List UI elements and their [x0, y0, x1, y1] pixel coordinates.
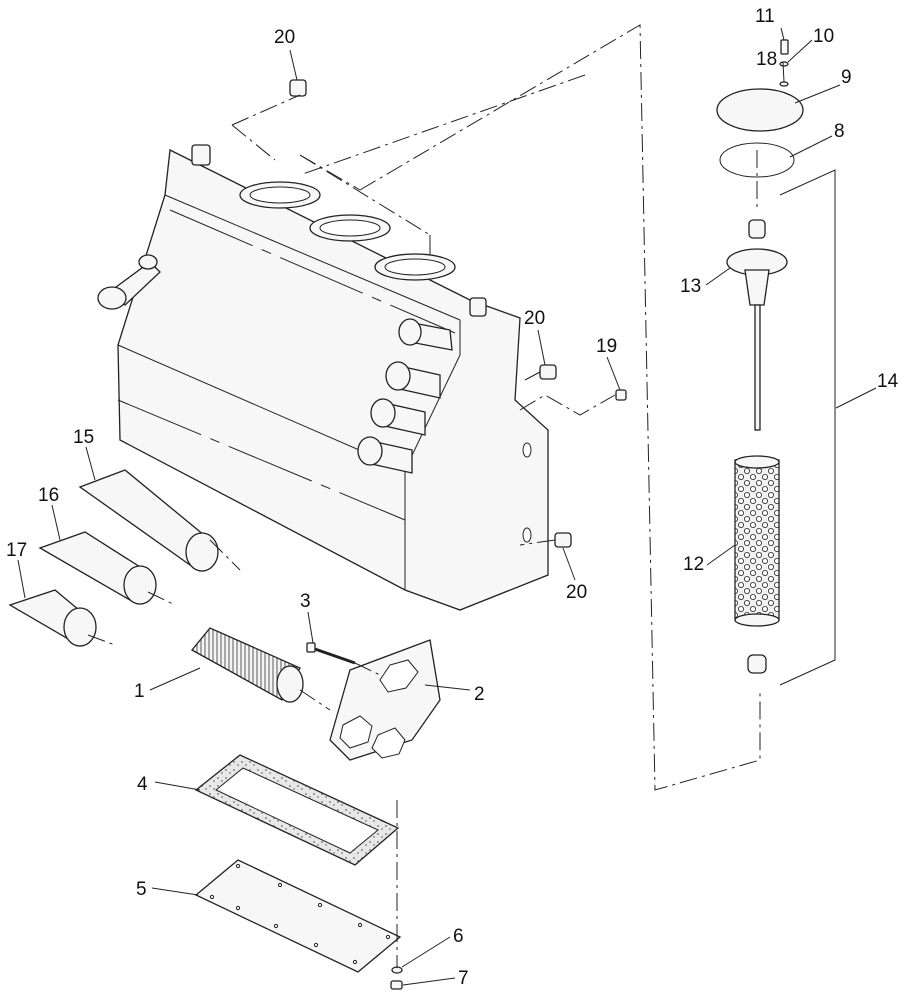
plug-20-middle	[539, 364, 557, 380]
callout-15: 15	[73, 427, 94, 448]
callout-13: 13	[680, 276, 701, 297]
plug-20-top	[289, 79, 307, 97]
plug-19	[615, 389, 627, 401]
pipe-17	[8, 589, 97, 647]
callout-12: 12	[683, 554, 704, 575]
strainer-1	[191, 627, 304, 703]
bracket-14	[779, 169, 836, 686]
callout-3: 3	[300, 591, 311, 612]
gasket-4	[194, 754, 400, 866]
hydraulic-tank	[97, 144, 549, 611]
callout-16: 16	[38, 485, 59, 506]
callout-labels: 20 11 10 18 9 8 13 20 19 14 15 16 17 12 …	[6, 6, 899, 989]
nut-7	[390, 980, 403, 990]
plug-20-lower	[554, 532, 572, 548]
spring-14-bottom	[747, 654, 767, 674]
callout-14: 14	[877, 371, 899, 392]
callout-8: 8	[834, 121, 845, 142]
callout-10: 10	[813, 26, 834, 47]
callout-17: 17	[6, 540, 27, 561]
filter-element-12	[734, 455, 780, 627]
callout-6: 6	[453, 926, 464, 947]
cover-plate-5	[194, 859, 402, 973]
callout-9: 9	[841, 67, 852, 88]
callout-5: 5	[136, 879, 147, 900]
pipe-15	[78, 469, 219, 572]
callout-19: 19	[596, 336, 617, 357]
callout-7: 7	[458, 968, 469, 989]
pipe-16	[38, 531, 157, 605]
cover-plate-9	[716, 88, 804, 132]
callout-4: 4	[137, 774, 148, 795]
callout-11: 11	[755, 6, 775, 27]
callout-20-middle: 20	[524, 308, 545, 329]
filter-head-13	[726, 219, 788, 431]
callout-2: 2	[474, 684, 485, 705]
o-ring-8	[719, 142, 795, 178]
bolt-3	[306, 642, 356, 665]
washer-10	[779, 61, 789, 67]
leader-lines	[17, 27, 877, 986]
callout-18: 18	[756, 49, 777, 70]
callout-1: 1	[134, 681, 145, 702]
washer-18	[779, 81, 789, 87]
callout-20-lower: 20	[566, 582, 587, 603]
assembly-lines	[87, 24, 761, 968]
side-outlet-pipes	[357, 318, 453, 474]
plate-2	[329, 639, 441, 761]
screw-11	[780, 39, 789, 55]
callout-20-top: 20	[274, 27, 295, 48]
